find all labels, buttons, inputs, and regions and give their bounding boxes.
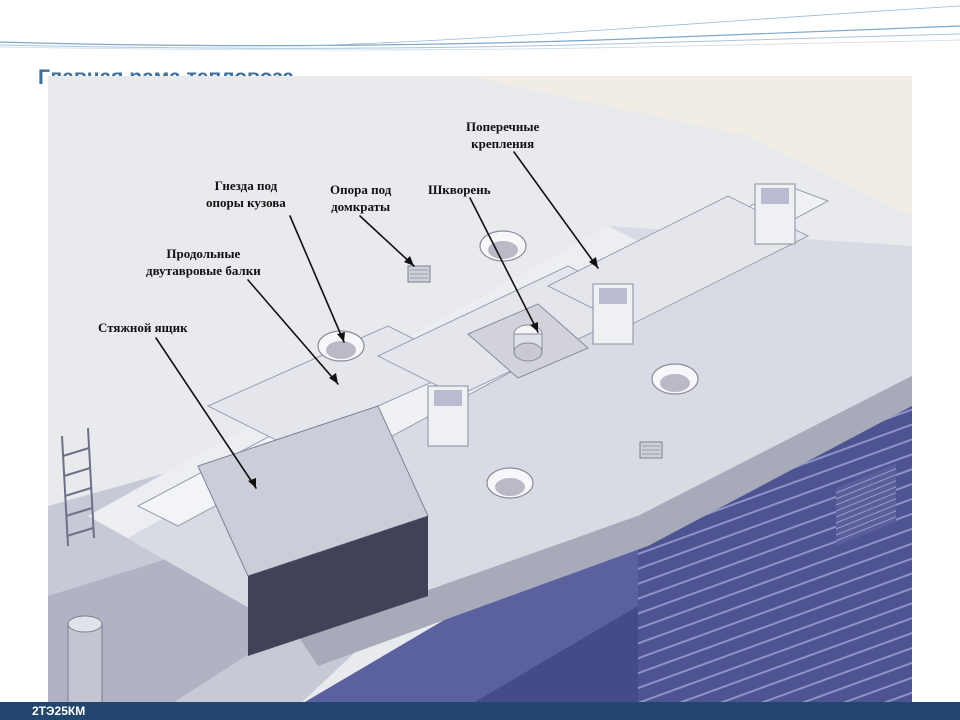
bogie-cylinder [67,615,103,706]
label-cross-ties-line-1: Поперечные [466,119,540,134]
label-jack-support: Опора под домкраты [330,181,391,215]
label-i-beams-line-1: Продольные [166,246,241,261]
ladder [61,427,95,547]
label-i-beams-line-2: двутавровые балки [146,263,261,278]
spring-column-2 [592,283,634,345]
jack-support [407,265,431,283]
body-support-socket-4 [486,467,534,499]
side-wall-right [638,376,912,706]
vent-grille [836,463,896,546]
footer-model-label: 2ТЭ25КМ [32,704,86,718]
label-tie-box-line-1: Стяжной ящик [98,320,188,335]
label-cross-ties: Поперечные крепления [466,118,539,152]
label-body-supports: Гнезда под опоры кузова [206,177,286,211]
spring-column-1 [427,385,469,447]
label-pivot-line-1: Шкворень [428,182,491,197]
label-pivot: Шкворень [428,181,491,198]
spring-column-3 [754,183,796,245]
body-support-socket-2 [479,230,527,262]
label-body-supports-line-2: опоры кузова [206,195,286,210]
label-jack-support-line-2: домкраты [331,199,391,214]
label-i-beams: Продольные двутавровые балки [146,245,261,279]
header-decoration [0,5,960,51]
label-body-supports-line-1: Гнезда под [214,178,278,193]
label-tie-box: Стяжной ящик [98,319,188,336]
body-support-socket-1 [317,330,365,362]
footer-bar: 2ТЭ25КМ [0,702,960,720]
jack-support-2 [639,441,663,459]
label-cross-ties-line-2: крепления [471,136,535,151]
label-jack-support-line-1: Опора под [330,182,392,197]
locomotive-frame-illustration [48,76,912,706]
body-support-socket-3 [651,363,699,395]
